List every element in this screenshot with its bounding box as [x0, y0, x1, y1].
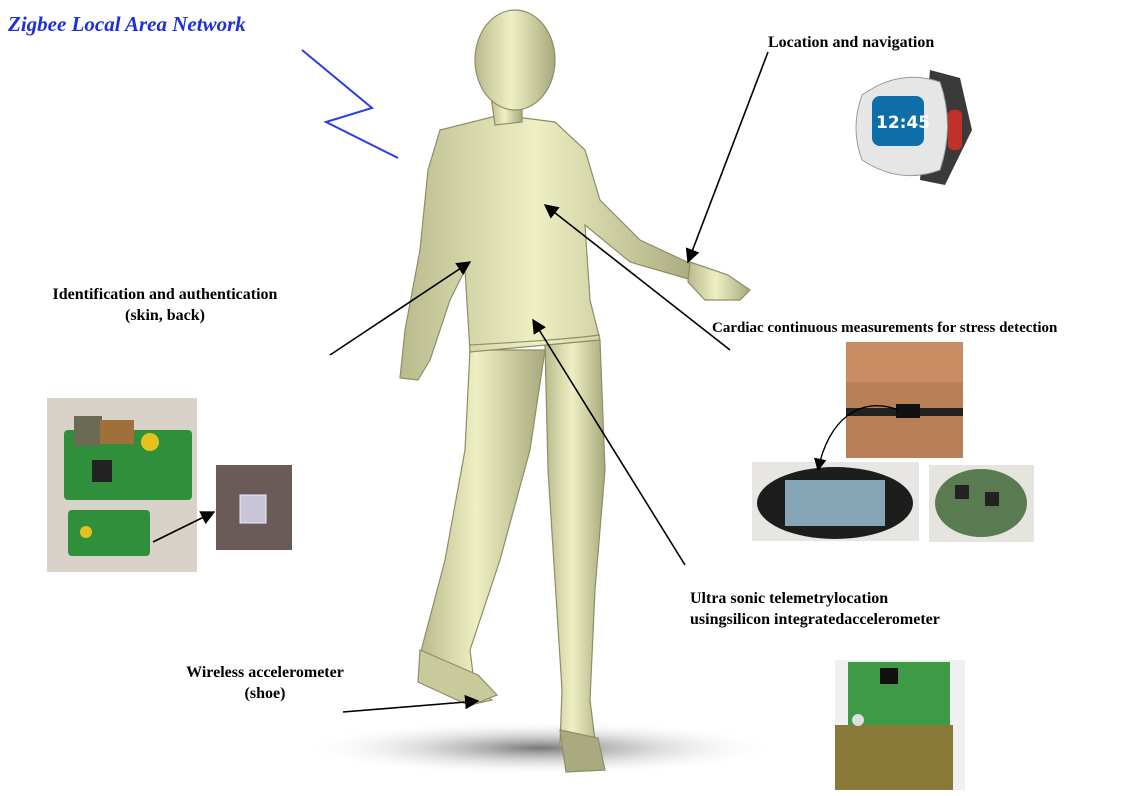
- label-wireless-line2: (shoe): [244, 685, 286, 702]
- wireless-signal-icon: [301, 49, 399, 159]
- label-ultrasonic-line2: usingsilicon integratedaccelerometer: [690, 611, 940, 628]
- label-identification-line2: (skin, back): [124, 307, 206, 324]
- label-ultrasonic-line1: Ultra sonic telemetrylocation: [690, 590, 889, 607]
- chest-strap-photo: [846, 342, 963, 458]
- skin-sensor-photo: [216, 465, 292, 550]
- wrist-watch-device: 12:45: [855, 70, 972, 185]
- watch-time-readout: 12:45: [876, 113, 930, 133]
- arrow-identification: [329, 261, 472, 356]
- arrow-skin-patch: [152, 511, 216, 543]
- arrow-location: [685, 51, 769, 264]
- heart-monitor-photo: [752, 462, 919, 541]
- pcb-photo-left: [47, 398, 197, 572]
- round-pcb-photo: [929, 465, 1034, 542]
- label-wireless: Wireless accelerometer (shoe): [160, 662, 370, 704]
- label-identification-line1: Identification and authentication: [52, 286, 278, 303]
- label-identification: Identification and authentication (skin,…: [20, 284, 310, 326]
- human-figure: [399, 9, 751, 773]
- arrow-ultrasonic: [532, 318, 686, 566]
- label-wireless-line1: Wireless accelerometer: [186, 664, 344, 681]
- label-cardiac: Cardiac continuous measurements for stre…: [712, 320, 1058, 336]
- arrow-cardiac: [543, 204, 731, 351]
- arrow-chest-strap: [814, 405, 899, 472]
- figure-shadow: [300, 720, 780, 776]
- label-location: Location and navigation: [768, 34, 935, 51]
- arrow-shoe: [342, 694, 480, 713]
- network-title: Zigbee Local Area Network: [8, 12, 246, 36]
- accelerometer-pcb-photo: [835, 660, 965, 790]
- label-ultrasonic: Ultra sonic telemetrylocation usingsilic…: [690, 588, 940, 630]
